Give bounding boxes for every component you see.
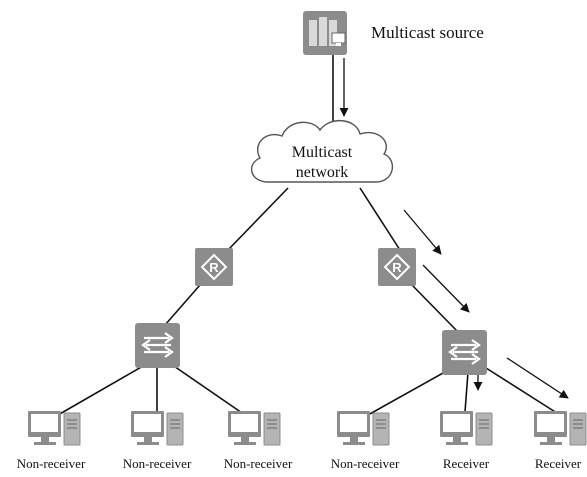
router-icon: R bbox=[195, 248, 233, 286]
network-label-line1: Multicast bbox=[292, 144, 353, 161]
non-receiver-label: Non-receiver bbox=[123, 456, 192, 471]
link-router-left-switch-left bbox=[164, 284, 201, 326]
switch-icon bbox=[135, 323, 180, 368]
non-receiver-label: Non-receiver bbox=[224, 456, 293, 471]
links bbox=[57, 55, 561, 416]
link-router-right-switch-right bbox=[411, 284, 459, 333]
flow-arrow-router bbox=[403, 209, 442, 255]
server-icon bbox=[303, 11, 347, 55]
hosts bbox=[28, 411, 587, 446]
flow-arrow-receiver-2 bbox=[506, 357, 569, 399]
link-network-router-left bbox=[227, 187, 289, 251]
receiver-label: Receiver bbox=[535, 456, 582, 471]
computer-icon bbox=[228, 411, 281, 446]
link-switch-right-host-6 bbox=[485, 367, 561, 416]
link-switch-right-host-5 bbox=[464, 371, 469, 413]
link-switch-right-host-4 bbox=[367, 367, 453, 416]
link-switch-left-host-1 bbox=[57, 361, 151, 416]
receiver-label: Receiver bbox=[443, 456, 490, 471]
link-network-router-right bbox=[359, 187, 401, 251]
non-receiver-label: Non-receiver bbox=[331, 456, 400, 471]
link-switch-left-host-3 bbox=[167, 361, 246, 416]
host-labels: Non-receiver Non-receiver Non-receiver Non-… bbox=[17, 456, 582, 471]
computer-icon bbox=[28, 411, 81, 446]
svg-text:R: R bbox=[392, 260, 402, 275]
computer-icon bbox=[131, 411, 184, 446]
computer-icon bbox=[440, 411, 493, 446]
flow-arrows bbox=[339, 58, 569, 399]
non-receiver-label: Non-receiver bbox=[17, 456, 86, 471]
router-icon: R bbox=[378, 248, 416, 286]
svg-text:R: R bbox=[209, 260, 219, 275]
network-label-line2: network bbox=[296, 164, 348, 181]
computer-icon bbox=[534, 411, 587, 446]
switch-icon bbox=[442, 330, 487, 375]
source-label: Multicast source bbox=[371, 23, 484, 42]
computer-icon bbox=[337, 411, 390, 446]
flow-arrow-switch bbox=[422, 264, 470, 313]
cloud-icon bbox=[250, 120, 394, 183]
